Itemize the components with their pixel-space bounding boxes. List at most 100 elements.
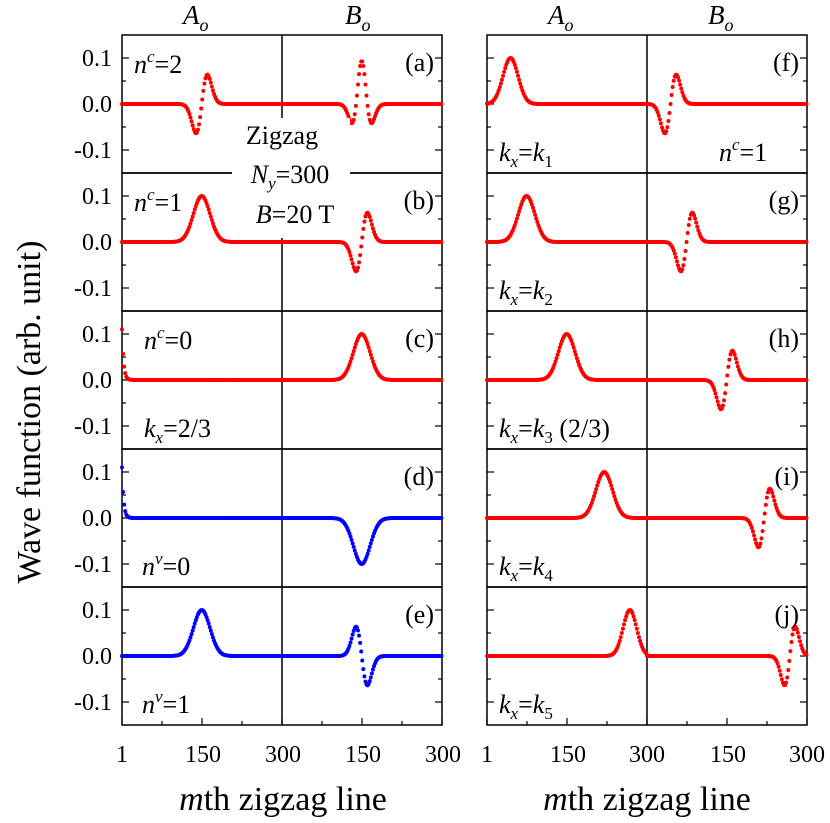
data-point	[187, 638, 192, 643]
data-point	[349, 257, 354, 262]
data-point	[188, 115, 193, 120]
data-point	[370, 667, 375, 672]
data-point	[773, 502, 778, 507]
data-point	[439, 102, 444, 106]
data-point	[351, 117, 356, 122]
panels: (a)nc=2(b)nc=1(c)nc=0kx=2/3(d)nv=0(e)nv=…	[120, 34, 809, 726]
data-point	[672, 251, 677, 256]
data-point	[361, 226, 366, 231]
panel-i: (i)kx=k4	[485, 448, 809, 588]
x-tick-label-left-300b: 300	[425, 742, 461, 768]
panel-label: (d)	[404, 462, 434, 491]
x-tick-label-right-300: 300	[629, 742, 665, 768]
panel-label: (i)	[774, 462, 799, 491]
data-point	[512, 62, 517, 67]
data-point	[351, 544, 356, 549]
data-point	[123, 371, 128, 376]
data-point	[513, 66, 518, 71]
data-point	[367, 214, 372, 219]
data-point	[799, 643, 804, 648]
data-point	[607, 477, 612, 482]
data-point	[620, 626, 625, 631]
data-point	[209, 218, 214, 223]
data-point	[347, 362, 352, 367]
data-point	[610, 487, 615, 492]
data-point	[572, 349, 577, 354]
y-tick-label: -0.1	[74, 414, 112, 440]
simulation-annotation: Zigzag Ny=300 B=20 T	[232, 118, 350, 238]
data-point	[189, 218, 194, 223]
data-point	[122, 502, 127, 507]
data-point	[753, 537, 758, 542]
y-tick-label: 0.0	[82, 92, 112, 118]
data-point	[369, 222, 374, 227]
right-Bo-label: Bo	[708, 0, 734, 35]
state-label: nc=2	[134, 47, 182, 79]
data-point	[786, 667, 791, 672]
data-point	[195, 127, 200, 132]
data-point	[573, 352, 578, 357]
y-tick-label: 0.1	[82, 322, 112, 348]
x-tick-label-left-300: 300	[265, 742, 301, 768]
data-point	[794, 627, 799, 632]
data-point	[120, 465, 124, 470]
data-point	[366, 112, 371, 117]
annotation-line-1: Zigzag	[246, 121, 318, 150]
data-point	[556, 349, 561, 354]
y-tick-label: 0.0	[82, 230, 112, 256]
data-point	[365, 103, 370, 108]
annotation-line-3: B=20 T	[256, 200, 335, 229]
data-point	[715, 399, 720, 404]
data-point	[804, 652, 809, 657]
data-point	[210, 635, 215, 640]
state-label: nv=0	[142, 549, 190, 581]
data-point	[804, 102, 809, 106]
data-point	[680, 90, 685, 95]
data-point	[370, 534, 375, 539]
data-point	[679, 86, 684, 91]
data-point	[787, 658, 792, 663]
data-point	[667, 110, 672, 115]
data-point	[759, 536, 764, 541]
data-point	[733, 356, 738, 361]
data-point	[552, 362, 557, 367]
state-label: kx=k5	[499, 690, 553, 723]
data-point	[518, 81, 523, 86]
data-point	[189, 119, 194, 124]
data-point	[593, 490, 598, 495]
x-tick-label-left-1: 1	[116, 742, 128, 768]
data-point	[750, 529, 755, 534]
data-point	[636, 635, 641, 640]
data-point	[350, 632, 355, 637]
data-point	[623, 618, 628, 623]
data-point	[723, 391, 728, 396]
data-point	[353, 103, 358, 108]
data-point	[498, 81, 503, 86]
data-point	[367, 679, 372, 684]
data-point	[123, 509, 128, 514]
data-point	[513, 219, 518, 224]
data-point	[796, 635, 801, 640]
data-point	[192, 621, 197, 626]
data-point	[210, 221, 215, 226]
data-point	[635, 631, 640, 636]
data-point	[696, 228, 701, 233]
panel-label: (f)	[773, 48, 799, 77]
data-point	[352, 548, 357, 553]
data-point	[516, 73, 521, 78]
data-point	[360, 235, 365, 240]
data-point	[788, 649, 793, 654]
data-point	[669, 93, 674, 98]
data-point	[609, 483, 614, 488]
data-point	[555, 352, 560, 357]
data-point	[752, 533, 757, 538]
y-tick-label: 0.1	[82, 184, 112, 210]
data-point	[673, 255, 678, 260]
data-point	[364, 339, 369, 344]
data-point	[355, 265, 360, 270]
y-tick-label: 0.0	[82, 644, 112, 670]
data-point	[512, 223, 517, 228]
data-point	[678, 82, 683, 87]
data-point	[592, 494, 597, 499]
